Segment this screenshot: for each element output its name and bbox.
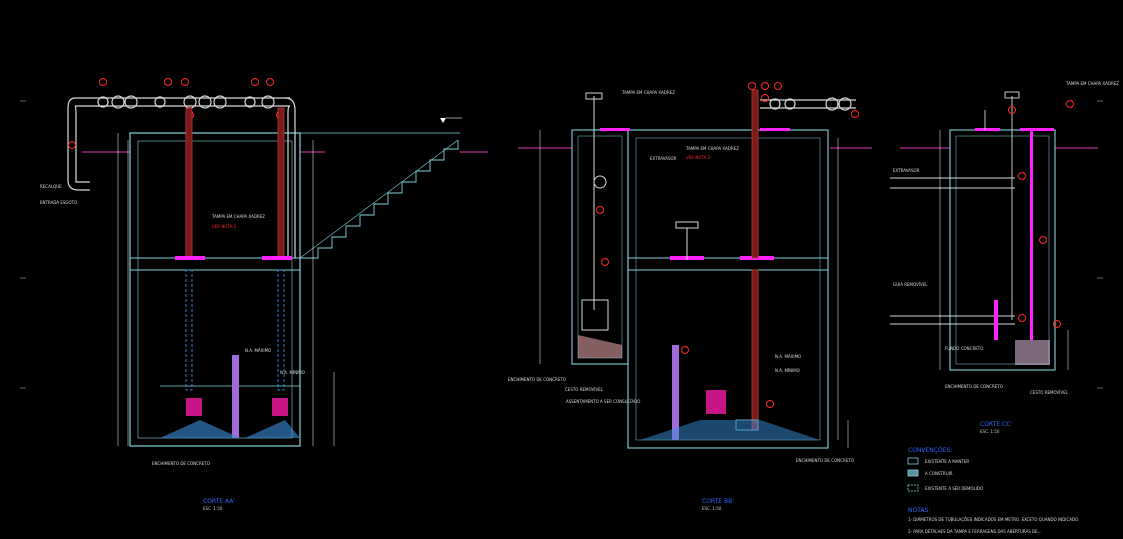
legend: CONVENÇÕES: EXISTENTE A MANTER A CONSTRU… <box>907 447 983 492</box>
label-fundo-cc: FUNDO CONCRETO <box>945 346 983 351</box>
label-na-min-bb: N.A. MÍNIMO <box>775 368 800 373</box>
label-tampa-bb-1: TAMPA EM CHAPA XADREZ <box>621 90 675 95</box>
section-aa-title: CORTE AA' <box>203 498 235 505</box>
legend-swatch-1 <box>907 469 919 477</box>
label-cesto-cc: CESTO REMOVÍVEL <box>1030 390 1069 395</box>
section-cc-scale: ESC. 1:50 <box>980 429 1000 434</box>
notes-title: NOTAS: <box>908 507 930 514</box>
label-cesto-bb: CESTO REMOVÍVEL <box>565 387 604 392</box>
section-aa-scale: ESC. 1:50 <box>203 506 223 511</box>
label-tampa-bb-2: TAMPA EM CHAPA XADREZ <box>685 146 739 151</box>
label-entrada-aa: ENTRADA ESGOTO <box>40 200 77 205</box>
note-line-0: 1- DIÂMETROS DE TUBULAÇÕES INDICADOS EM … <box>908 517 1079 522</box>
legend-item-1: A CONSTRUIR <box>925 471 953 476</box>
label-vernota-aa: VER NOTA 2 <box>212 224 237 229</box>
label-na-min-aa: N.A. MÍNIMO <box>280 370 305 375</box>
dim-aa <box>117 133 335 446</box>
legend-item-2: EXISTENTE A SER DEMOLIDO <box>925 486 983 491</box>
label-na-max-aa: N.A. MÁXIMO <box>245 348 271 353</box>
legend-item-0: EXISTENTE A MANTER <box>925 459 969 464</box>
section-aa: RECALQUE ENTRADA ESGOTO TAMPA EM CHAPA X… <box>40 78 488 511</box>
label-assent-bb: ASSENTAMENTO A SER CONSULTADO <box>566 399 640 404</box>
label-enchimento-bb-2: ENCHIMENTO DE CONCRETO <box>796 458 854 463</box>
legend-title: CONVENÇÕES: <box>908 447 952 454</box>
label-extravasor-bb: EXTRAVASOR <box>650 156 677 161</box>
border-markers <box>20 100 1103 389</box>
discharge-header <box>67 95 296 258</box>
label-na-max-bb: N.A. MÁXIMO <box>775 354 801 359</box>
label-enchimento-aa: ENCHIMENTO DE CONCRETO <box>152 461 210 466</box>
label-tampa-cc: TAMPA EM CHAPA XADREZ <box>1065 81 1119 86</box>
section-bb: TAMPA EM CHAPA XADREZ TAMPA EM CHAPA XAD… <box>508 82 872 511</box>
label-vernota-bb: VER NOTA 2 <box>686 155 711 160</box>
label-extravasor-cc: EXTRAVASOR <box>893 168 920 173</box>
legend-swatch-0 <box>907 457 919 465</box>
label-tampa-aa: TAMPA EM CHAPA XADREZ <box>211 214 265 219</box>
label-recalque-aa: RECALQUE <box>40 184 62 189</box>
label-guia-cc: GUIA REMOVÍVEL <box>893 282 928 287</box>
label-enchimento-cc: ENCHIMENTO DE CONCRETO <box>945 384 1003 389</box>
notes: NOTAS: 1- DIÂMETROS DE TUBULAÇÕES INDICA… <box>908 507 1079 534</box>
note-line-1: 2- PARA DETALHES DA TAMPA E FERRAGENS DA… <box>908 529 1041 534</box>
pumps-aa <box>186 355 288 438</box>
section-bb-scale: ESC. 1:50 <box>702 506 722 511</box>
legend-swatch-2 <box>907 484 919 492</box>
balloons-aa <box>68 78 284 149</box>
label-enchimento-bb-1: ENCHIMENTO DE CONCRETO <box>508 377 566 382</box>
section-cc: TAMPA EM CHAPA XADREZ EXTRAVASOR GUIA RE… <box>890 81 1119 434</box>
section-cc-title: CORTE CC' <box>980 421 1012 428</box>
section-bb-title: CORTE BB' <box>702 498 734 505</box>
stair <box>300 140 459 259</box>
